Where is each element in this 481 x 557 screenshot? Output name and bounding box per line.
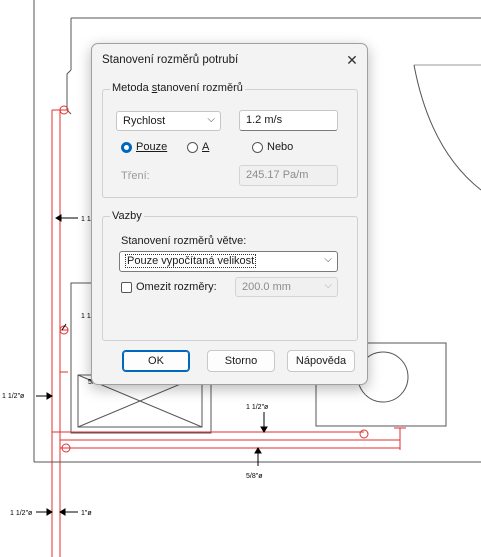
friction-label: Tření:: [121, 170, 150, 182]
branch-sizing-label: Stanovení rozměrů větve:: [121, 235, 247, 247]
dimension-label: 1 1/: [81, 313, 93, 320]
close-icon[interactable]: ✕: [346, 52, 358, 68]
method-select-value: Rychlost: [123, 115, 166, 127]
dimension-label: 1 1/2"ø: [10, 510, 33, 517]
radio-icon: [252, 141, 263, 153]
branch-sizing-select[interactable]: Pouze vypočítaná velikost ⌵: [119, 251, 338, 272]
radio-pouze-label: Pouze: [136, 141, 168, 153]
pipe-sizing-dialog: Stanovení rozměrů potrubí ✕ Metoda stano…: [91, 43, 368, 385]
friction-input: 245.17 Pa/m: [239, 165, 338, 186]
checkbox-icon: [121, 281, 132, 293]
velocity-input[interactable]: 1.2 m/s: [239, 110, 338, 131]
limit-sizes-checkbox[interactable]: Omezit rozměry:: [121, 281, 217, 293]
limit-size-select: 200.0 mm ⌵: [235, 277, 338, 297]
constraints-group-legend: Vazby: [110, 210, 144, 222]
chevron-down-icon: ⌵: [207, 114, 215, 125]
dimension-label: 1 1/2"ø: [246, 404, 269, 411]
dimension-label: 5/8"ø: [246, 473, 263, 480]
radio-nebo-label: Nebo: [267, 141, 294, 153]
dimension-label: 1"ø: [81, 510, 92, 517]
cancel-button[interactable]: Storno: [207, 350, 275, 372]
radio-pouze[interactable]: Pouze: [121, 141, 167, 153]
help-button[interactable]: Nápověda: [287, 350, 355, 372]
method-group-legend: Metoda stanovení rozměrů: [110, 82, 245, 94]
radio-a[interactable]: A: [187, 141, 209, 153]
method-select[interactable]: Rychlost ⌵: [116, 111, 221, 131]
radio-icon: [187, 141, 198, 153]
limit-size-value: 200.0 mm: [242, 281, 291, 293]
dimension-label: 1 1/: [81, 216, 93, 223]
limit-sizes-label: Omezit rozměry:: [136, 281, 217, 293]
velocity-input-value: 1.2 m/s: [246, 114, 283, 126]
constraints-group: [102, 216, 358, 341]
radio-selected-icon: [121, 141, 132, 153]
ok-button[interactable]: OK: [122, 350, 190, 372]
chevron-down-icon: ⌵: [324, 254, 332, 265]
dialog-title: Stanovení rozměrů potrubí: [102, 54, 239, 66]
radio-nebo[interactable]: Nebo: [252, 141, 293, 153]
branch-sizing-value: Pouze vypočítaná velikost: [124, 254, 257, 268]
dimension-label: 1 1/2"ø: [2, 393, 25, 400]
radio-a-label: A: [202, 141, 210, 153]
chevron-down-icon: ⌵: [324, 280, 332, 291]
friction-value: 245.17 Pa/m: [246, 169, 309, 181]
